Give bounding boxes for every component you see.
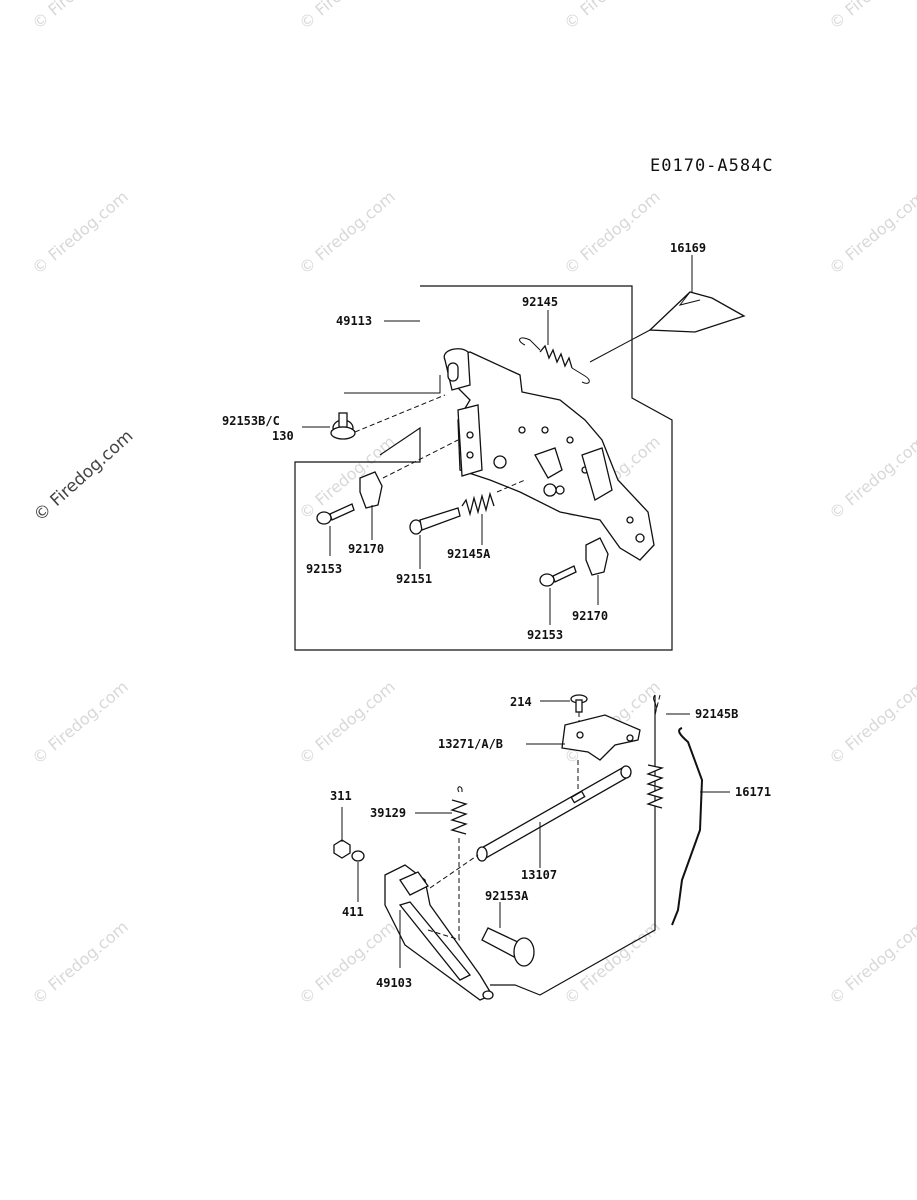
part-label: 92145B [695,707,738,721]
watermark: © Firedog.com [295,0,398,33]
assembly-line [496,479,526,493]
diagram-code: E0170-A584C [650,156,774,176]
clamp-92170-left [359,471,383,509]
bolt-92153a [481,927,535,967]
bracket-hole [555,485,565,495]
part-label: 214 [510,695,532,709]
spring-92145b [646,694,665,930]
watermark: © Firedog.com [560,917,663,1008]
watermark: © Firedog.com [825,0,917,33]
part-label: 92170 [572,609,608,623]
part-label: 49113 [336,314,372,328]
leader-lines-upper [302,255,693,625]
part-label: 92170 [348,542,384,556]
watermark: © Firedog.com [295,917,398,1008]
part-label: 92145 [522,295,558,309]
bracket-side-wall [457,404,483,477]
shaft-13107 [476,765,632,862]
spring-39129 [450,786,468,940]
watermark: © Firedog.com [28,187,131,278]
spring-92145a [461,491,495,517]
watermark-main: © Firedog.com [30,426,137,525]
leader-lines-lower [341,700,730,968]
plate-hole [626,734,634,742]
bracket-hole [566,436,574,444]
bracket-hole [466,451,474,459]
bracket-hole [466,431,474,439]
lower-assembly [333,694,704,1001]
watermark: © Firedog.com [560,187,663,278]
part-label: 49103 [376,976,412,990]
screw-92153-right [539,565,577,587]
part-label: 92153B/C [222,414,280,428]
assembly-line [427,929,461,941]
bracket-hole [518,426,526,434]
part-label: 411 [342,905,364,919]
watermark: © Firedog.com [825,677,917,768]
assembly-outline-upper [294,285,673,651]
lever-49103 [384,864,494,1001]
throttle-lever [534,447,563,479]
watermark: © Firedog.com [28,677,131,768]
bracket-slot [447,362,459,382]
part-label: 13271/A/B [438,737,503,751]
assembly-line [354,394,446,433]
screw-214 [570,694,588,713]
part-label: 16171 [735,785,771,799]
plate-13271 [561,714,641,761]
assembly-line [654,694,661,716]
watermark: © Firedog.com [560,0,663,33]
bracket-hole [626,516,634,524]
part-label: 39129 [370,806,406,820]
watermark: © Firedog.com [28,0,131,33]
part-label: 311 [330,789,352,803]
bracket-hole [635,533,645,543]
rod-16171 [671,727,704,926]
bracket-hole [541,426,549,434]
watermark: © Firedog.com [295,187,398,278]
washer-411 [351,850,365,862]
assembly-line [429,854,479,889]
part-label: 13107 [521,868,557,882]
watermark: © Firedog.com [28,917,131,1008]
watermark: © Firedog.com [295,677,398,768]
part-label: 92151 [396,572,432,586]
plate-hole [576,731,584,739]
screw-92153-left [316,503,355,525]
part-label: 92153A [485,889,529,903]
watermark: © Firedog.com [825,432,917,523]
spring-92145 [519,337,590,384]
bracket-hole [493,455,507,469]
clamp-92170-right [585,537,609,576]
labels-upper: 16169 92145 49113 92153B/C 130 92170 921… [222,241,706,642]
choke-lever [581,447,613,501]
nut-311 [333,839,351,859]
part-label: 92153 [527,628,563,642]
part-label: 92145A [447,547,491,561]
upper-assembly [294,285,746,651]
assembly-line [382,439,459,479]
bolt-92153bc [330,412,356,440]
watermark: © Firedog.com [825,917,917,1008]
part-label: 130 [272,429,294,443]
watermark: © Firedog.com [825,187,917,278]
pivot [543,483,557,497]
labels-lower: 214 92145B 13271/A/B 16171 311 39129 131… [330,695,771,990]
part-label: 92153 [306,562,342,576]
part-label: 16169 [670,241,706,255]
link-16169 [589,291,746,363]
screw-92151 [409,507,461,535]
